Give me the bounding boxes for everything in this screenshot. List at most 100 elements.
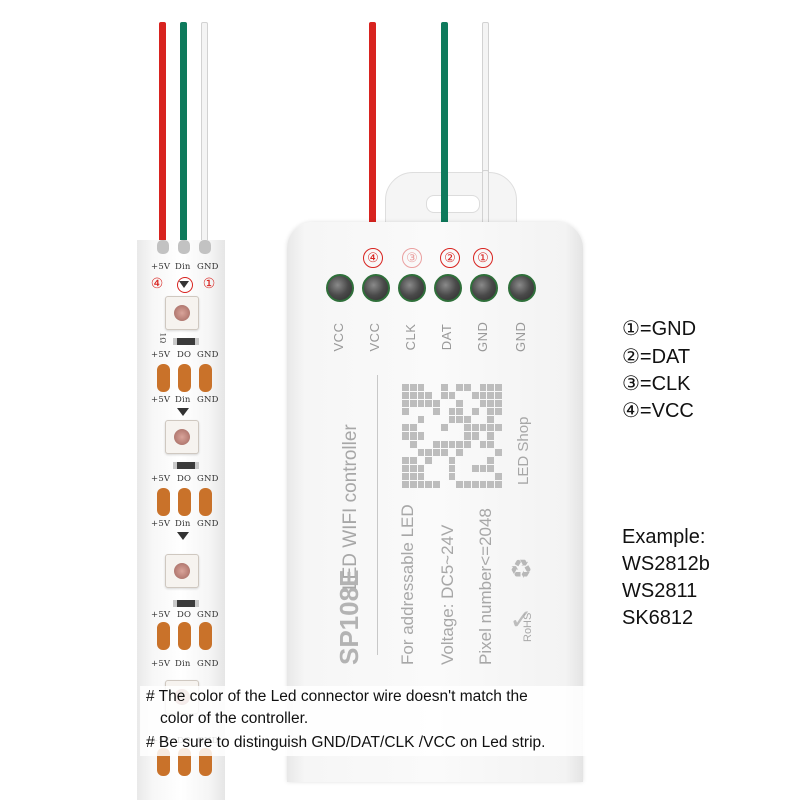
qr-module: [440, 440, 448, 448]
qr-module: [402, 441, 409, 448]
qr-module: [402, 384, 409, 392]
qr-module: [433, 384, 440, 391]
qr-module: [417, 400, 425, 408]
arrow-down-icon: [177, 532, 189, 540]
copper-pad: [178, 364, 191, 392]
qr-module: [495, 408, 502, 416]
resistor: [173, 338, 199, 345]
qr-module: [425, 432, 432, 439]
qr-module: [479, 384, 487, 392]
pin-label-vcc-2: VCC: [367, 322, 382, 352]
qr-module: [441, 457, 448, 464]
qr-module: [433, 400, 440, 408]
qr-module: [417, 432, 425, 440]
qr-module: [425, 441, 432, 448]
qr-module: [495, 384, 502, 392]
qr-module: [402, 400, 409, 408]
copper-pad: [199, 622, 212, 650]
qr-module: [402, 432, 409, 440]
qr-module: [449, 384, 456, 391]
qr-module: [441, 416, 448, 423]
qr-module: [495, 400, 502, 408]
qr-module: [425, 416, 432, 423]
qr-module: [495, 424, 502, 432]
qr-module: [464, 449, 471, 456]
qr-module: [409, 456, 417, 464]
qr-module: [433, 416, 440, 423]
spec-voltage: Voltage: DC5~24V: [438, 524, 457, 665]
qr-module: [487, 408, 495, 416]
qr-module: [464, 440, 471, 448]
qr-module: [495, 465, 502, 472]
segment-label-5v: +5V: [151, 395, 171, 405]
qr-module: [480, 416, 487, 423]
controller-wire-red: [369, 22, 376, 252]
qr-module: [471, 432, 479, 440]
rohs-label: RoHS: [522, 612, 534, 642]
strip-label-din: Din: [175, 262, 191, 272]
qr-module: [449, 424, 456, 431]
qr-module: [440, 424, 448, 432]
copper-pad: [157, 364, 170, 392]
qr-module: [425, 424, 432, 431]
terminal-vcc-1: [326, 274, 354, 302]
qr-module: [456, 384, 464, 392]
qr-module: [425, 465, 432, 472]
qr-module: [480, 432, 487, 439]
terminal-gnd-1: [470, 274, 498, 302]
qr-module: [456, 440, 464, 448]
qr-module: [409, 432, 417, 440]
qr-module: [417, 480, 425, 488]
qr-module: [456, 400, 464, 408]
brand-name: LED Shop: [515, 416, 532, 485]
qr-module: [495, 432, 502, 439]
qr-module: [487, 449, 494, 456]
qr-module: [409, 440, 417, 448]
pin-label-vcc-1: VCC: [331, 322, 346, 352]
qr-module: [425, 456, 433, 464]
qr-module: [441, 432, 448, 439]
qr-module: [487, 424, 495, 432]
qr-module: [417, 416, 425, 424]
qr-module: [409, 464, 417, 472]
qr-module: [464, 400, 471, 407]
qr-module: [471, 392, 479, 400]
qr-module: [433, 440, 440, 448]
pin-label-dat: DAT: [439, 323, 454, 351]
qr-module: [464, 416, 471, 424]
qr-module: [441, 465, 448, 472]
qr-module: [417, 392, 425, 400]
qr-module: [495, 448, 502, 456]
strip-pin-mark-din: [177, 277, 193, 293]
qr-module: [456, 457, 463, 464]
qr-module: [440, 448, 448, 456]
qr-module: [479, 424, 487, 432]
strip-label-gnd: GND: [197, 262, 219, 272]
qr-module: [433, 465, 440, 472]
terminal-clk: [398, 274, 426, 302]
solder-joint: [199, 240, 211, 254]
notes-background: [140, 686, 610, 756]
qr-module: [471, 424, 479, 432]
qr-module: [433, 480, 440, 488]
segment-label-gnd: GND: [197, 350, 219, 360]
strip-pin-mark-vcc: ④: [150, 275, 164, 291]
terminal-vcc-2: [362, 274, 390, 302]
qr-module: [456, 416, 464, 424]
spec-addressable: For addressable LED: [398, 504, 417, 665]
qr-module: [480, 449, 487, 456]
qr-module: [464, 384, 471, 392]
legend-gnd: ①=GND: [622, 318, 697, 340]
pin-mark-vcc: ④: [363, 248, 383, 268]
segment-label-din: Din: [175, 659, 191, 669]
qr-module: [479, 392, 487, 400]
qr-module: [464, 392, 471, 399]
qr-module: [441, 400, 448, 407]
copper-pad: [199, 364, 212, 392]
qr-module: [456, 432, 463, 439]
qr-module: [487, 400, 495, 408]
qr-module: [448, 408, 456, 416]
legend-clk: ③=CLK: [622, 373, 691, 395]
qr-module: [449, 481, 456, 488]
pin-label-gnd-1: GND: [475, 321, 490, 352]
